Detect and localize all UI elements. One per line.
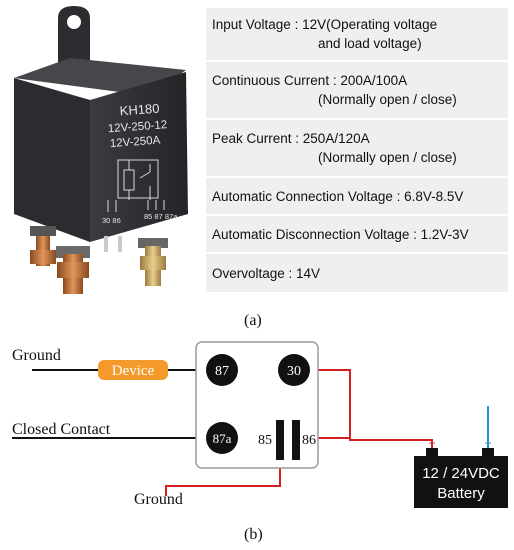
- relay-model-text: KH180: [119, 101, 160, 119]
- pin-86-label: 86: [302, 433, 316, 448]
- battery-minus-sign: −: [484, 436, 491, 450]
- pin-85-label: 85: [258, 433, 272, 448]
- relay-photo: KH180 12V-250-12 12V-250A 30 86 85 87 87…: [14, 6, 188, 294]
- relay-spec-text-1: 12V-250-12: [107, 119, 167, 135]
- relay-pin-label-left: 30 86: [102, 216, 121, 225]
- spec-text-continued: (Normally open / close): [318, 92, 457, 107]
- device-box: [98, 360, 168, 380]
- caption-b: (b): [244, 526, 263, 543]
- wire-30-to-battery-plus: [310, 369, 433, 454]
- battery-terminal-plus: [426, 448, 438, 456]
- spec-text: Input Voltage : 12V(Operating voltage: [212, 17, 438, 32]
- pin-30-label: 30: [287, 364, 301, 379]
- pin-87-circle: [206, 354, 238, 386]
- mounting-hole: [67, 15, 81, 29]
- caption-a: (a): [244, 312, 262, 329]
- pin-87a-label: 87a: [213, 431, 232, 446]
- spec-row-peak-current: Peak Current : 250A/120A (Normally open …: [206, 120, 508, 178]
- spec-row-auto-connection-voltage: Automatic Connection Voltage : 6.8V-8.5V: [206, 178, 508, 216]
- spec-row-continuous-current: Continuous Current : 200A/100A (Normally…: [206, 62, 508, 120]
- spec-text-continued: and load voltage): [318, 36, 422, 51]
- battery-label-line1: 12 / 24VDC: [422, 465, 500, 482]
- terminal-stud-left: [30, 226, 56, 266]
- spec-row-overvoltage: Overvoltage : 14V: [206, 254, 508, 294]
- relay-spec-text-2: 12V-250A: [109, 135, 161, 151]
- relay-pin-label-right: 85 87 87a: [144, 212, 178, 221]
- spec-table: Input Voltage : 12V(Operating voltage an…: [206, 8, 508, 294]
- spec-text: Overvoltage : 14V: [212, 265, 321, 281]
- terminal-stud-right: [138, 238, 168, 286]
- spec-text: Automatic Disconnection Voltage : 1.2V-3…: [212, 226, 469, 242]
- pin-30-circle: [278, 354, 310, 386]
- terminal-stud-center: [56, 246, 90, 294]
- spec-text: Peak Current : 250A/120A: [212, 131, 370, 146]
- label-ground-bottom: Ground: [134, 491, 183, 508]
- spec-text: Continuous Current : 200A/100A: [212, 73, 408, 88]
- relay-front-face: [90, 72, 188, 242]
- coil-bar-left: [276, 420, 284, 460]
- wiring-diagram: Ground Closed Contact Ground Device 87 3…: [12, 341, 508, 508]
- battery-terminal-minus: [482, 448, 494, 456]
- signal-pins: [104, 236, 122, 252]
- label-ground-top: Ground: [12, 347, 61, 364]
- pin-87-label: 87: [215, 364, 229, 379]
- spec-text: Automatic Connection Voltage : 6.8V-8.5V: [212, 188, 464, 204]
- pin-87a-circle: [206, 422, 238, 454]
- wire-85-to-ground: [165, 462, 281, 496]
- label-closed-contact: Closed Contact: [12, 421, 111, 438]
- mounting-tab: [58, 6, 90, 70]
- battery-plus-sign: +: [428, 436, 435, 450]
- relay-side-face: [14, 78, 90, 242]
- spec-row-input-voltage: Input Voltage : 12V(Operating voltage an…: [206, 8, 508, 62]
- battery-label-line2: Battery: [437, 485, 485, 502]
- battery-body: [414, 456, 508, 508]
- spec-row-auto-disconnection-voltage: Automatic Disconnection Voltage : 1.2V-3…: [206, 216, 508, 254]
- device-label: Device: [112, 363, 155, 379]
- coil-bar-right: [292, 420, 300, 460]
- relay-schematic-print: [107, 159, 165, 212]
- spec-text-continued: (Normally open / close): [318, 150, 457, 165]
